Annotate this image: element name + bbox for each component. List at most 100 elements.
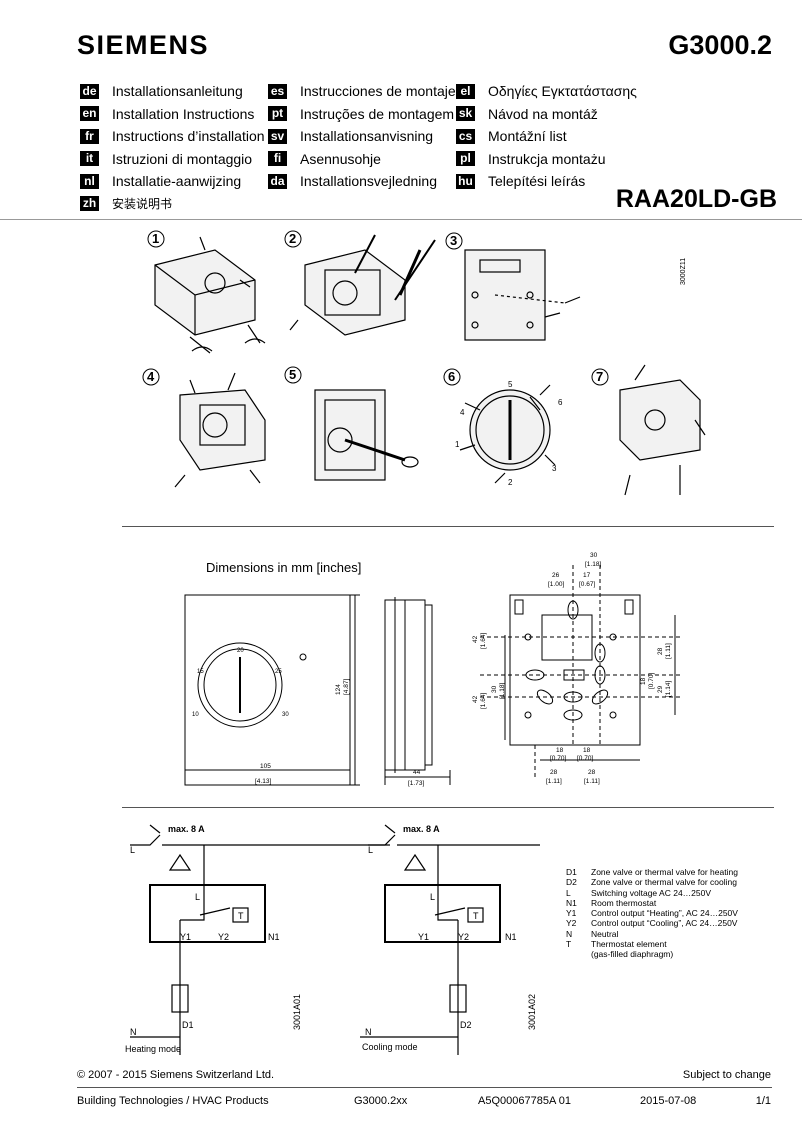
front-view-outline (184, 594, 351, 786)
legend-text: (gas-filled diaphragm) (591, 949, 674, 960)
language-code: en (80, 106, 99, 122)
step-number: 7 (596, 369, 603, 384)
language-code: pt (268, 106, 287, 122)
language-code: es (268, 83, 287, 99)
language-code: da (268, 173, 287, 189)
svg-text:5: 5 (508, 380, 513, 389)
step-number: 3 (450, 233, 457, 248)
legend-key: N1 (566, 897, 577, 908)
language-row: el Οδηγίες Εγκτατάστασης (456, 80, 637, 103)
step-3-illustration (464, 249, 581, 341)
language-title: Montážní list (488, 128, 567, 145)
plate-dim: 30 (590, 552, 598, 559)
header-divider (0, 219, 802, 220)
step-number: 6 (448, 369, 455, 384)
step-7-illustration (619, 364, 706, 496)
footer-part: A5Q00067785A 01 (478, 1095, 571, 1107)
dimensions-drawing: 20 15 25 10 30 124 [4.87] 105 [4.13] 44 … (184, 552, 680, 787)
front-width-value: 105 (260, 763, 271, 770)
legend-row: (gas-filled diaphragm) (566, 949, 738, 959)
back-plate-outline (509, 594, 641, 746)
language-row: da Installationsvejledning (268, 170, 456, 193)
plate-dim: 28 (588, 769, 596, 776)
brand-logo: SIEMENS (77, 30, 210, 60)
language-code: sk (456, 106, 475, 122)
n1-label: N1 (268, 932, 280, 942)
dial-number: 25 (275, 669, 282, 675)
plate-dim: [1.11] (584, 778, 600, 785)
front-width-inches: [4.13] (255, 778, 271, 785)
line-label: L (430, 892, 435, 902)
cooling-caption: Cooling mode (362, 1042, 418, 1052)
svg-text:1: 1 (455, 440, 460, 449)
legend-key (566, 949, 591, 959)
line-label: L (130, 845, 135, 855)
plate-dim: [1.64] (480, 633, 487, 649)
language-code: hu (456, 173, 475, 189)
cooling-code: 3001A02 (527, 994, 537, 1030)
svg-text:2: 2 (508, 478, 513, 487)
plate-dim: 26 (552, 572, 560, 579)
plate-dim: 30 (491, 685, 498, 693)
device-label: D2 (460, 1020, 472, 1030)
plate-dim: [1.00] (548, 581, 564, 588)
neutral-label: N (130, 1027, 137, 1037)
language-title: Asennusohje (300, 150, 381, 167)
dial-number: 15 (197, 669, 204, 675)
language-title: Installationsvejledning (300, 173, 437, 190)
footer-page: 1/1 (755, 1095, 771, 1107)
step-number: 5 (289, 367, 296, 382)
legend-text: Zone valve or thermal valve for heating (591, 867, 738, 877)
plate-dim: 42 (472, 635, 479, 643)
legend-key: T (566, 939, 572, 950)
language-title: Instruções de montagem (300, 105, 455, 122)
language-title: Instructions d’installation (112, 128, 265, 145)
language-row: cs Montážní list (456, 125, 637, 148)
plate-dim: 18 (583, 747, 591, 754)
plate-dim: [0.70] (648, 673, 655, 689)
plate-dim: [1.11] (546, 778, 562, 785)
svg-text:3: 3 (552, 464, 557, 473)
language-code: el (456, 83, 475, 99)
y1-label: Y1 (418, 932, 429, 942)
plate-dim: [1.18] (585, 561, 601, 568)
legend-key: Y1 (566, 908, 577, 919)
plate-dim: [0.70] (577, 755, 593, 762)
legend-key: L (566, 887, 571, 898)
language-code: it (80, 151, 99, 167)
wiring-diagrams: max. 8 A L L T Y1 Y2 N1 D1 N Heating mod… (125, 824, 540, 1055)
plate-dim: 28 (657, 647, 664, 655)
heating-code: 3001A01 (292, 994, 302, 1030)
legend-key: D1 (566, 867, 577, 877)
figure-code: 3000Z11 (680, 258, 687, 285)
language-title: Installationsanvisning (300, 128, 434, 145)
language-title: Οδηγίες Εγκτατάστασης (488, 83, 637, 100)
legend-text: Zone valve or thermal valve for cooling (591, 877, 737, 888)
step-2-illustration (289, 234, 436, 336)
plate-dim: 42 (472, 695, 479, 703)
legend-text: Neutral (591, 928, 619, 939)
dial-number: 20 (237, 648, 244, 654)
dimensions-title: Dimensions in mm [inches] (206, 560, 362, 575)
language-code: cs (456, 128, 475, 144)
language-title: Instrukcja montażu (488, 150, 606, 167)
heating-wiring (130, 824, 390, 1055)
plate-dim: 28 (550, 769, 558, 776)
